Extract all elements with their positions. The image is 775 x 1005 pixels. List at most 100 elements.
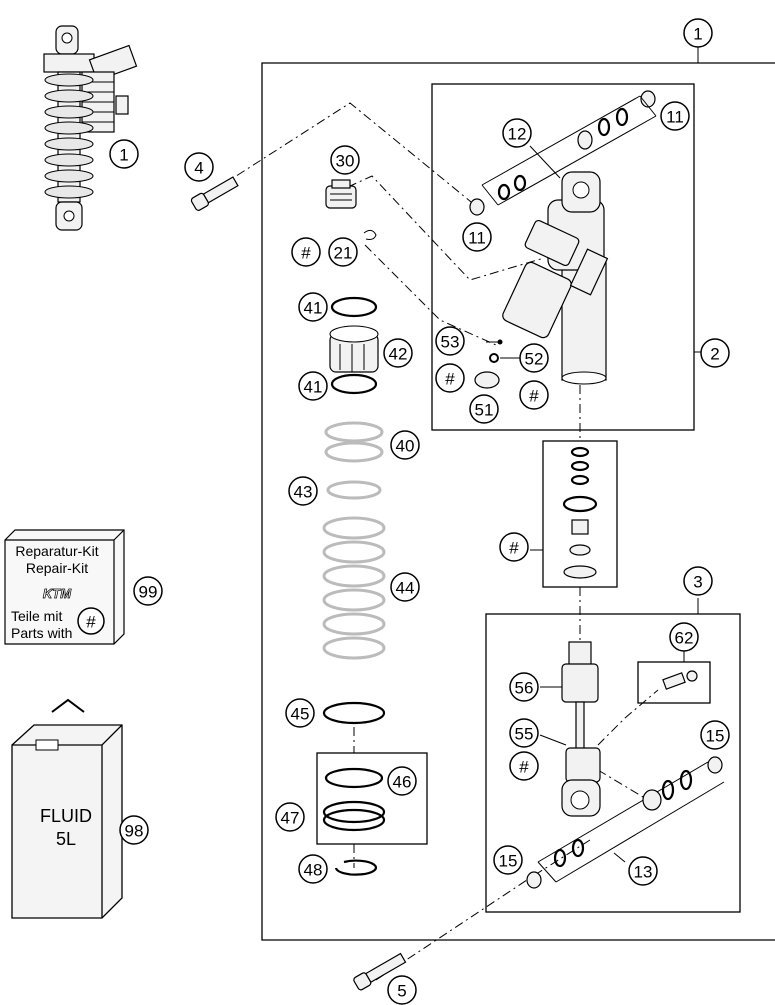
svg-text:#: # xyxy=(445,370,455,389)
svg-text:4: 4 xyxy=(194,159,203,178)
seal-kit-parts xyxy=(562,446,598,579)
svg-text:1: 1 xyxy=(119,146,128,165)
main-assembly-frame xyxy=(261,47,775,941)
svg-text:11: 11 xyxy=(666,108,684,127)
callout-62: 62 xyxy=(669,622,699,652)
callout-55: 55 xyxy=(509,718,539,748)
repair-kit-line2: Repair-Kit xyxy=(26,560,88,576)
svg-text:2: 2 xyxy=(710,345,719,364)
spring-retainer-box xyxy=(316,752,428,845)
callout-52: 52 xyxy=(519,343,549,373)
svg-text:15: 15 xyxy=(499,852,518,871)
callout-98: 98 xyxy=(119,815,149,845)
piston-rod-box xyxy=(485,613,741,913)
svg-text:3: 3 xyxy=(693,573,702,592)
svg-text:62: 62 xyxy=(675,629,694,648)
bushing-15-right xyxy=(707,756,723,774)
callout-21: 21 xyxy=(328,237,358,267)
cap-51 xyxy=(474,371,500,389)
svg-text:45: 45 xyxy=(291,705,310,724)
clip-21 xyxy=(363,229,377,240)
circlip-48 xyxy=(334,859,378,876)
callout-15-right: 15 xyxy=(700,720,730,750)
svg-text:5: 5 xyxy=(397,982,406,1001)
repair-kit-line1: Reparatur-Kit xyxy=(15,543,98,559)
callout-12: 12 xyxy=(502,118,532,148)
callout-40: 40 xyxy=(390,430,420,460)
spring-44 xyxy=(322,516,386,660)
callout-53: 53 xyxy=(435,326,465,356)
bushing-11-top xyxy=(640,90,656,108)
svg-text:12: 12 xyxy=(508,125,527,144)
bushing-kit-13 xyxy=(537,761,725,883)
bolt-4 xyxy=(190,176,239,211)
svg-text:44: 44 xyxy=(396,579,415,598)
callout-99: 99 xyxy=(133,576,163,606)
repair-kit-box: Reparatur-Kit Repair-Kit KTM Teile mit P… xyxy=(4,529,125,645)
svg-text:30: 30 xyxy=(336,152,355,171)
svg-text:56: 56 xyxy=(515,679,534,698)
callout-11-lower: 11 xyxy=(462,222,492,252)
svg-text:11: 11 xyxy=(468,229,486,248)
svg-text:55: 55 xyxy=(515,725,534,744)
callout-44: 44 xyxy=(390,572,420,602)
svg-text:47: 47 xyxy=(281,809,300,828)
ktm-logo: KTM xyxy=(43,586,72,601)
shock-absorber-body-box xyxy=(431,83,695,431)
svg-text:13: 13 xyxy=(634,863,653,882)
svg-text:42: 42 xyxy=(389,345,408,364)
callout-30: 30 xyxy=(330,145,360,175)
ring-46 xyxy=(324,767,384,789)
callout-47: 47 xyxy=(275,802,305,832)
svg-text:48: 48 xyxy=(304,861,323,880)
shock-body xyxy=(502,171,609,385)
callout-hash-kit: # xyxy=(499,532,529,562)
ring-41-upper xyxy=(330,296,378,318)
callout-3: 3 xyxy=(683,566,713,596)
piston-rod xyxy=(561,641,601,817)
callout-hash-55: # xyxy=(509,751,539,781)
spring-seat-40 xyxy=(324,421,384,463)
ring-52 xyxy=(489,353,499,363)
callout-13: 13 xyxy=(628,856,658,886)
svg-text:53: 53 xyxy=(441,333,460,352)
callout-41-upper: 41 xyxy=(298,292,328,322)
callout-2: 2 xyxy=(700,338,730,368)
callout-1-thumbnail: 1 xyxy=(109,139,139,169)
callout-42: 42 xyxy=(383,338,413,368)
svg-text:1: 1 xyxy=(693,25,702,44)
svg-text:#: # xyxy=(86,613,96,632)
callout-15-left: 15 xyxy=(493,845,523,875)
svg-text:52: 52 xyxy=(525,350,544,369)
fluid-label-line2: 5L xyxy=(56,829,76,849)
callout-41-lower: 41 xyxy=(298,371,328,401)
shock-absorber-thumbnail xyxy=(43,25,138,231)
svg-text:43: 43 xyxy=(294,483,313,502)
callout-4: 4 xyxy=(184,152,214,182)
callout-56: 56 xyxy=(509,672,539,702)
bushing-11-lower xyxy=(469,198,485,216)
ring-41-lower xyxy=(330,373,378,395)
svg-text:#: # xyxy=(529,387,539,406)
bolt-5 xyxy=(353,952,407,991)
plate-45 xyxy=(322,701,386,725)
svg-text:41: 41 xyxy=(304,299,323,318)
callout-hash-21: # xyxy=(291,237,321,267)
adjuster-30 xyxy=(325,179,357,209)
callout-leaders xyxy=(486,145,685,863)
callout-45: 45 xyxy=(285,698,315,728)
callout-48: 48 xyxy=(298,854,328,884)
callout-46: 46 xyxy=(387,766,417,796)
fluid-label-line1: FLUID xyxy=(40,806,92,826)
svg-text:#: # xyxy=(301,244,311,263)
repair-kit-line3: Teile mit xyxy=(11,608,62,624)
svg-text:41: 41 xyxy=(304,378,323,397)
callout-43: 43 xyxy=(288,476,318,506)
svg-text:98: 98 xyxy=(125,822,144,841)
bushing-15-left xyxy=(526,871,542,889)
callout-51: 51 xyxy=(469,394,499,424)
svg-text:46: 46 xyxy=(393,773,412,792)
ring-43 xyxy=(326,480,382,500)
bushing-kit-12 xyxy=(481,95,657,206)
